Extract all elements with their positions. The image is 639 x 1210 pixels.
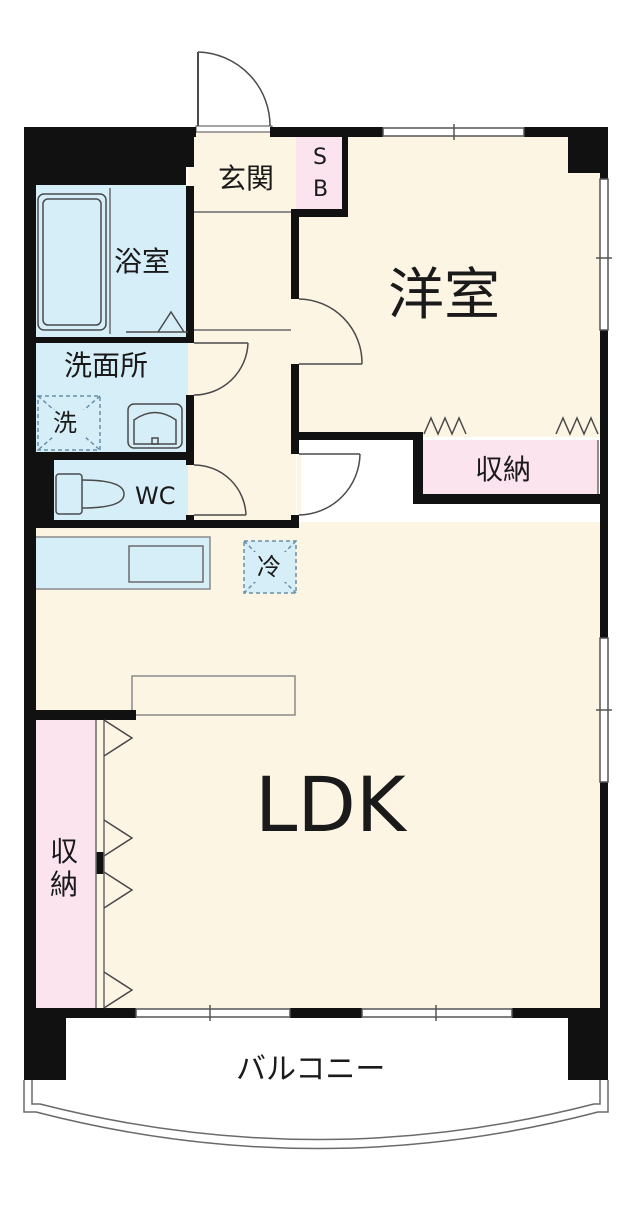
- washbasin: [127, 403, 183, 449]
- entrance-door[interactable]: [195, 51, 273, 133]
- exterior-walls: [24, 127, 608, 1080]
- washroom-door[interactable]: [193, 342, 249, 396]
- yoshitsu-door[interactable]: [297, 298, 363, 365]
- label-refrigerator: 冷: [257, 553, 281, 581]
- interior-walls: [24, 137, 608, 874]
- kitchen-island: [131, 675, 296, 716]
- closet-door-markers: [103, 416, 599, 1009]
- windows: [135, 124, 612, 1021]
- toilet: [55, 473, 125, 515]
- room-label-ldk: LDK: [255, 760, 406, 849]
- room-label-storage-right: 収納: [475, 453, 532, 486]
- storage-left-floor: [34, 718, 96, 1008]
- room-label-yoshitsu: 洋室: [388, 263, 500, 328]
- sb-floor: [296, 132, 344, 209]
- balcony-railing: [23, 1080, 609, 1150]
- label-washing-machine: 洗: [53, 409, 77, 437]
- room-label-yokushitsu: 浴室: [114, 245, 171, 278]
- floor-fills: [28, 132, 608, 1012]
- washing-machine-label-bg: [52, 410, 86, 438]
- room-label-senmenjo: 洗面所: [64, 349, 149, 382]
- hallway-floor: [188, 132, 296, 524]
- refrigerator-label-bg: [254, 552, 286, 582]
- room-label-balcony: バルコニー: [236, 1052, 386, 1087]
- ldk-floor: [28, 522, 608, 1012]
- kitchen-sink: [128, 545, 204, 583]
- ldk-door[interactable]: [297, 453, 361, 516]
- room-label-storage-left-top: 収: [50, 835, 79, 868]
- wc-floor: [50, 460, 188, 522]
- room-label-sb-bottom: B: [313, 177, 329, 202]
- bathtub: [37, 193, 188, 333]
- room-label-genkan: 玄関: [218, 162, 275, 195]
- room-label-sb-top: S: [313, 145, 327, 170]
- washing-machine-space: [37, 395, 101, 451]
- room-label-wc: WC: [135, 482, 176, 510]
- room-label-storage-left-bottom: 納: [50, 868, 79, 901]
- thin-lines: [95, 188, 599, 1008]
- wc-door[interactable]: [192, 464, 247, 516]
- bath-floor: [28, 185, 188, 337]
- doors: [192, 298, 363, 516]
- storage-right-floor: [420, 440, 598, 495]
